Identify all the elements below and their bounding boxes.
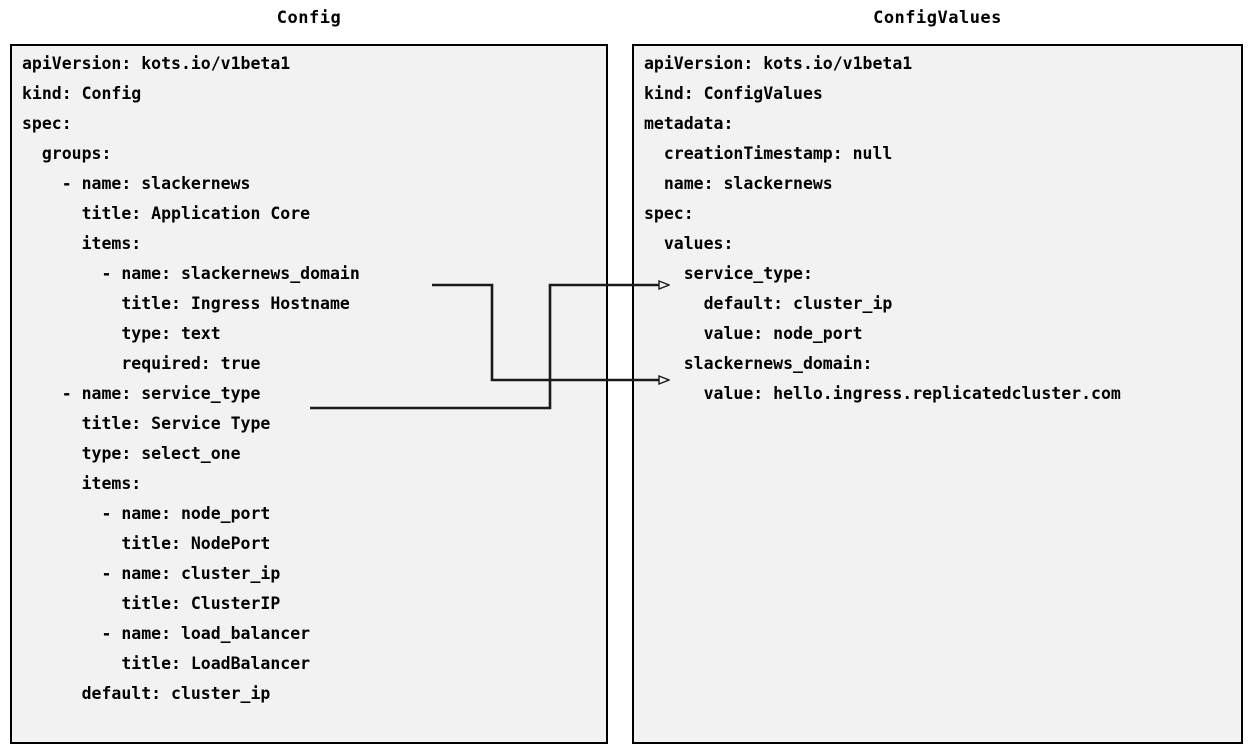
config-yaml-line: - name: service_type	[22, 384, 261, 403]
config-values-yaml-line: values:	[644, 234, 734, 253]
config-values-yaml-line: name: slackernews	[644, 174, 833, 193]
config-values-yaml-line: metadata:	[644, 114, 734, 133]
config-values-yaml-line: slackernews_domain:	[644, 354, 873, 373]
config-values-yaml-panel: apiVersion: kots.io/v1beta1 kind: ConfigV…	[632, 44, 1243, 744]
config-yaml-line: default: cluster_ip	[22, 684, 271, 703]
config-yaml-line: type: select_one	[22, 444, 241, 463]
config-values-yaml-line: apiVersion: kots.io/v1beta1	[644, 54, 913, 73]
config-values-yaml-line: kind: ConfigValues	[644, 84, 823, 103]
config-values-yaml-line: value: node_port	[644, 324, 863, 343]
config-values-panel-title: ConfigValues	[873, 8, 1002, 28]
config-yaml-line: title: Ingress Hostname	[22, 294, 350, 313]
config-values-yaml-text: apiVersion: kots.io/v1beta1 kind: ConfigV…	[644, 49, 1121, 409]
config-yaml-line: title: Application Core	[22, 204, 311, 223]
config-yaml-line: required: true	[22, 354, 261, 373]
config-yaml-line: - name: slackernews	[22, 174, 251, 193]
config-yaml-line: type: text	[22, 324, 221, 343]
config-yaml-line: items:	[22, 234, 142, 253]
config-panel-title: Config	[276, 8, 342, 28]
config-yaml-line: items:	[22, 474, 142, 493]
config-yaml-line: title: NodePort	[22, 534, 271, 553]
config-yaml-line: title: ClusterIP	[22, 594, 281, 613]
config-values-yaml-line: default: cluster_ip	[644, 294, 893, 313]
config-values-yaml-line: creationTimestamp: null	[644, 144, 893, 163]
config-values-yaml-line: spec:	[644, 204, 694, 223]
config-yaml-line: - name: load_balancer	[22, 624, 311, 643]
config-yaml-line: kind: Config	[22, 84, 142, 103]
config-yaml-line: apiVersion: kots.io/v1beta1	[22, 54, 291, 73]
config-yaml-line: - name: cluster_ip	[22, 564, 281, 583]
config-yaml-line: title: LoadBalancer	[22, 654, 311, 673]
config-yaml-line: - name: slackernews_domain	[22, 264, 360, 283]
config-values-yaml-line: service_type:	[644, 264, 813, 283]
config-yaml-line: - name: node_port	[22, 504, 271, 523]
config-yaml-text: apiVersion: kots.io/v1beta1 kind: Config s…	[22, 49, 360, 709]
config-yaml-line: title: Service Type	[22, 414, 271, 433]
config-yaml-line: spec:	[22, 114, 72, 133]
config-yaml-line: groups:	[22, 144, 112, 163]
config-yaml-panel: apiVersion: kots.io/v1beta1 kind: Config s…	[10, 44, 608, 744]
config-values-yaml-line: value: hello.ingress.replicatedcluster.c…	[644, 384, 1121, 403]
